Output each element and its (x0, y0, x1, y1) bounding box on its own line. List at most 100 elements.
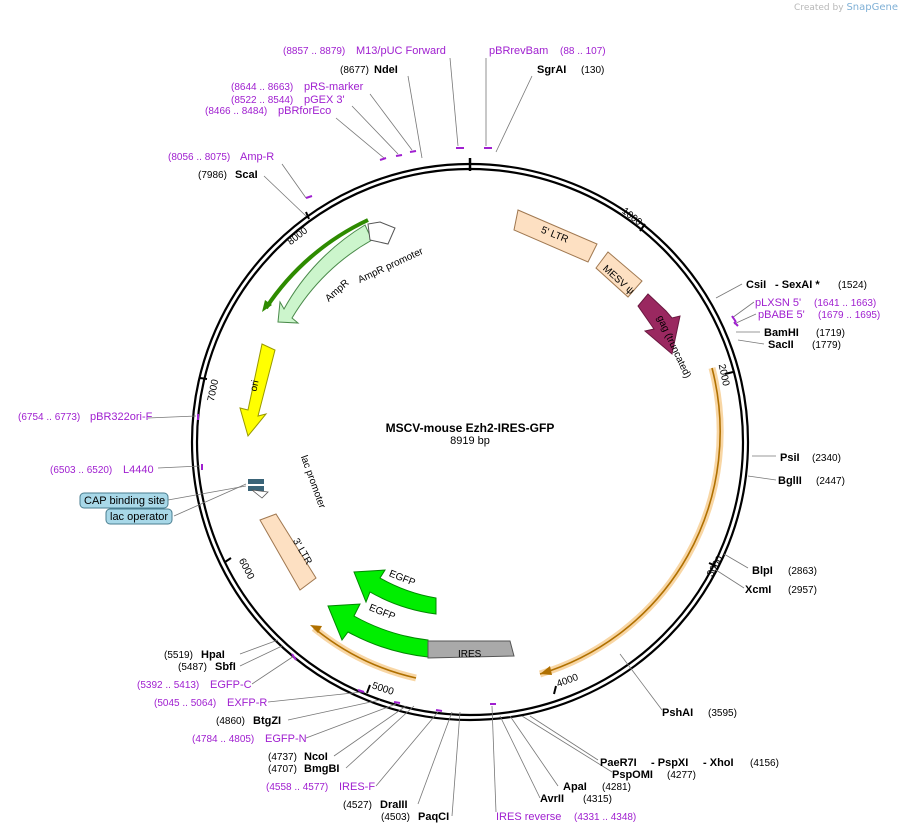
enzyme-csii-name: CsiI (746, 279, 766, 291)
enzyme-pspomi-name: PspOMI (612, 769, 653, 781)
enzyme-avrii-pos: (4315) (583, 794, 612, 805)
enzyme-paer7i-pos: (4156) (750, 758, 779, 769)
label-ampr-promoter: AmpR promoter (356, 246, 425, 286)
enzyme-draiii-name: DraIII (380, 799, 408, 811)
enzyme-apai-name: ApaI (563, 781, 587, 793)
primer-l4440-name: L4440 (123, 464, 154, 476)
primer-egfpn-range: (4784 .. 4805) (192, 734, 254, 745)
feature-cap-binding-site (248, 486, 264, 491)
feature-egfp-2 (327, 603, 429, 658)
primer-pbrforeco-range: (8466 .. 8484) (205, 106, 267, 117)
primer-pbrforeco-name: pBRforEco (278, 105, 331, 117)
feature-5-ltr (513, 209, 598, 263)
label-lac-promoter: lac promoter (298, 454, 328, 511)
feature-ires (427, 640, 515, 659)
primer-plxsn-range: (1641 .. 1663) (814, 298, 876, 309)
primer-pgex-name: pGEX 3' (304, 94, 345, 106)
feature-lac-promoter (250, 489, 269, 499)
primer-ampr-name: Amp-R (240, 151, 274, 163)
primer-markers (197, 147, 739, 712)
enzyme-bamhi-pos: (1719) (816, 328, 845, 339)
primer-iresrev-range: (4331 .. 4348) (574, 812, 636, 823)
ampr-orf-arc-head (262, 300, 272, 312)
primer-exfpr-range: (5045 .. 5064) (154, 698, 216, 709)
primer-prs-name: pRS-marker (304, 81, 364, 93)
enzyme-psii-pos: (2340) (812, 453, 841, 464)
enzyme-bglii-name: BglII (778, 475, 802, 487)
enzyme-draiii-pos: (4527) (343, 800, 372, 811)
label-egfp-2: EGFP (367, 602, 397, 623)
enzyme-blpi-pos: (2863) (788, 566, 817, 577)
primer-pbr322-range: (6754 .. 6773) (18, 412, 80, 423)
primer-pgex-range: (8522 .. 8544) (231, 95, 293, 106)
tick-5000: 5000 (370, 680, 395, 697)
scale-ticks: 1000 2000 3000 4000 5000 6000 7000 8000 (199, 206, 734, 698)
enzyme-apai-pos: (4281) (602, 782, 631, 793)
enzyme-paqci-pos: (4503) (381, 812, 410, 823)
primer-iresrev-name: IRES reverse (496, 811, 561, 823)
primer-pbrrevbam-range: (88 .. 107) (560, 46, 606, 57)
ampr-orf-arc (264, 218, 369, 310)
lac-operator-box (105, 508, 173, 525)
enzyme-xcmi-name: XcmI (745, 584, 771, 596)
enzyme-btgzi-name: BtgZI (253, 715, 281, 727)
tick-1000: 1000 (620, 206, 645, 229)
snapgene-credit: Created by SnapGene (794, 2, 898, 13)
primer-plxsn-name: pLXSN 5' (755, 297, 801, 309)
feature-lac-operator (248, 479, 264, 484)
enzyme-bmgbi-pos: (4707) (268, 764, 297, 775)
feature-ampr-promoter (367, 221, 396, 245)
enzyme-sgrai-pos: (130) (581, 65, 604, 76)
enzyme-ndei-pos: (8677) (340, 65, 369, 76)
enzyme-sacii-pos: (1779) (812, 340, 841, 351)
cap-binding-site-box (79, 492, 169, 509)
enzyme-xhoi-name: - XhoI (703, 757, 734, 769)
feature-gag-truncated (637, 293, 681, 355)
enzyme-avrii-name: AvrII (540, 793, 564, 805)
enzyme-paqci-name: PaqCI (418, 811, 449, 823)
enzyme-xcmi-pos: (2957) (788, 585, 817, 596)
orf-arc-ezh2-glow (538, 367, 724, 678)
orf-arc-ezh2-head (540, 666, 552, 675)
feature-ampr (277, 224, 373, 324)
feature-egfp-1 (353, 569, 437, 615)
enzyme-btgzi-pos: (4860) (216, 716, 245, 727)
lac-operator-label: lac operator (110, 511, 168, 523)
label-ires: IRES (458, 649, 482, 660)
primer-pbabe-range: (1679 .. 1695) (818, 310, 880, 321)
enzyme-scai-pos: (7986) (198, 170, 227, 181)
primer-pbr322-name: pBR322ori-F (90, 411, 153, 423)
tick-4000: 4000 (555, 672, 580, 690)
primer-pbrrevbam-name: pBRrevBam (489, 45, 548, 57)
enzyme-ndei-name: NdeI (374, 64, 398, 76)
feature-mesv-psi (595, 251, 643, 298)
leader-lines (147, 57, 777, 817)
enzyme-pshai-name: PshAI (662, 707, 693, 719)
primer-ampr-range: (8056 .. 8075) (168, 152, 230, 163)
enzyme-pshai-pos: (3595) (708, 708, 737, 719)
enzyme-bamhi-name: BamHI (764, 327, 799, 339)
plasmid-name: MSCV-mouse Ezh2-IRES-GFP (386, 421, 555, 435)
label-ori: ori (249, 379, 262, 392)
feature-3-ltr (259, 513, 317, 591)
enzyme-paer7i-name: PaeR7I (600, 757, 637, 769)
tick-7000: 7000 (206, 378, 221, 402)
primer-l4440-range: (6503 .. 6520) (50, 465, 112, 476)
enzyme-pspomi-pos: (4277) (667, 770, 696, 781)
tick-6000: 6000 (236, 557, 256, 582)
primer-iresf-range: (4558 .. 4577) (266, 782, 328, 793)
primer-exfpr-name: EXFP-R (227, 697, 267, 709)
orf-arc-egfp-head (310, 625, 322, 633)
feature-ori (239, 343, 276, 438)
enzyme-scai-name: ScaI (235, 169, 258, 181)
label-ampr: AmpR (323, 278, 351, 305)
enzyme-sacii-name: SacII (768, 339, 794, 351)
enzyme-bglii-pos: (2447) (816, 476, 845, 487)
enzyme-sgrai-name: SgrAI (537, 64, 566, 76)
snapgene-logo: SnapGene (846, 2, 898, 13)
tick-2000: 2000 (716, 363, 731, 387)
enzyme-csii-pos: (1524) (838, 280, 867, 291)
enzyme-ncoi-name: NcoI (304, 751, 328, 763)
enzyme-ncoi-pos: (4737) (268, 752, 297, 763)
